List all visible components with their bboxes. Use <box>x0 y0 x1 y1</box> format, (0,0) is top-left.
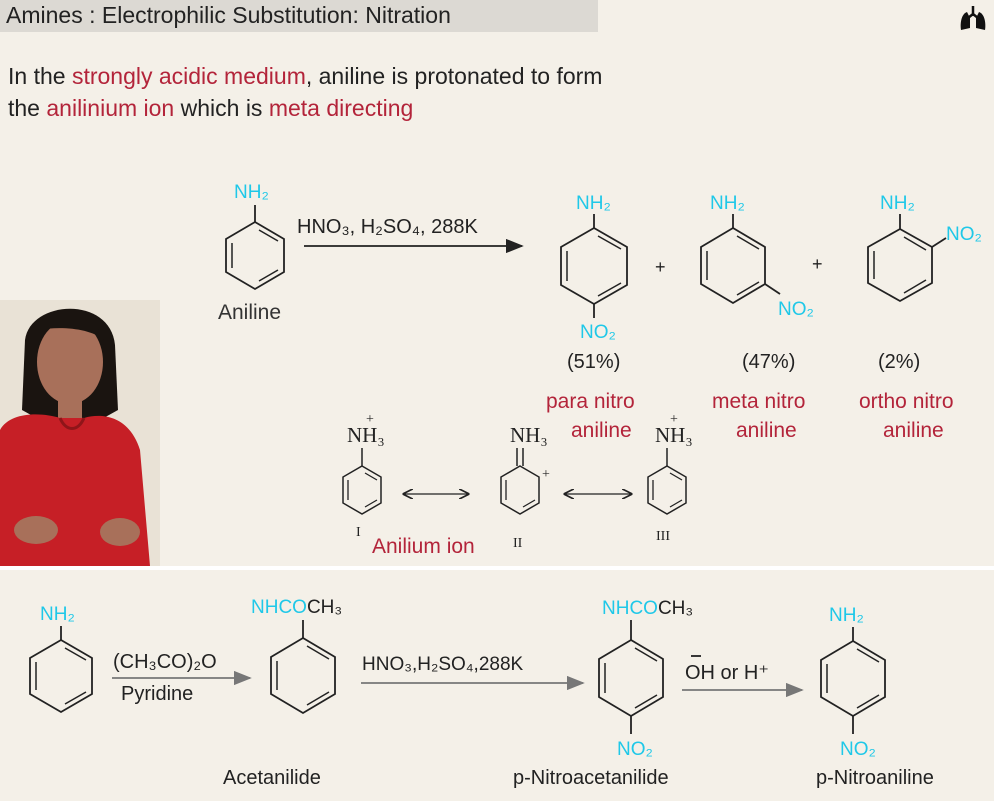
slide-title: Amines : Electrophilic Substitution: Nit… <box>6 2 451 28</box>
bottom-panel <box>0 570 994 801</box>
reagent1-top: (CH₃CO)₂O <box>113 651 217 673</box>
para-no2-label: NO₂ <box>580 322 616 343</box>
s4-nh2-label: NH₂ <box>829 605 864 626</box>
charge-plus: + <box>670 412 678 427</box>
nh3-label-2: NH₃ <box>510 423 548 447</box>
reagent2: HNO₃,H₂SO₄,288K <box>362 654 524 675</box>
top-panel <box>0 0 994 566</box>
roman-label-1: I <box>356 525 361 540</box>
nh3-label-1: NH₃ <box>347 423 385 447</box>
ortho-name-line2: aniline <box>883 419 944 442</box>
aniline-structure: NH₂ Aniline <box>218 182 285 324</box>
para-name-line1: para nitro <box>546 390 635 413</box>
s2-group-label: NHCOCH₃ <box>251 597 342 618</box>
meta-nitroaniline-structure: NH₂ NO₂ (47%) meta nitro aniline <box>700 193 814 442</box>
aniline-nh2-label: NH₂ <box>234 182 269 203</box>
reagent3: OH or H⁺ <box>685 662 769 684</box>
intro-highlight-meta: meta directing <box>268 95 414 121</box>
p-nitroacetanilide-name: p-Nitroacetanilide <box>513 767 669 789</box>
para-yield: (51%) <box>567 351 620 373</box>
intro-text-part: In the <box>8 63 72 89</box>
p-nitroaniline-name: p-Nitroaniline <box>816 767 934 789</box>
plus-sign: + <box>812 254 823 274</box>
nh3-label-3: NH₃ <box>655 423 693 447</box>
s4-no2-label: NO₂ <box>840 739 876 760</box>
reaction1-reagents: HNO₃, H₂SO₄, 288K <box>297 216 478 238</box>
charge-plus: + <box>542 467 550 482</box>
reaction1-arrow: HNO₃, H₂SO₄, 288K <box>297 216 524 254</box>
s1-nh2-label: NH₂ <box>40 604 75 625</box>
ortho-name-line1: ortho nitro <box>859 390 954 413</box>
para-nitroaniline-structure: NH₂ NO₂ (51%) para nitro aniline <box>546 193 635 442</box>
ortho-nitroaniline-structure: NH₂ NO₂ (2%) ortho nitro aniline <box>859 193 982 442</box>
intro-highlight-anilinium: anilinium ion <box>46 95 175 121</box>
roman-label-3: III <box>656 529 670 544</box>
meta-nh2-label: NH₂ <box>710 193 745 214</box>
intro-text-part: which is <box>174 95 269 121</box>
anilium-ion-caption: Anilium ion <box>372 535 475 558</box>
intro-highlight-acidic: strongly acidic medium <box>71 63 306 89</box>
para-name-line2: aniline <box>571 419 632 442</box>
aniline-name: Aniline <box>218 301 281 324</box>
meta-name-line2: aniline <box>736 419 797 442</box>
ortho-nh2-label: NH₂ <box>880 193 915 214</box>
title-bar: Amines : Electrophilic Substitution: Nit… <box>0 0 598 32</box>
ortho-no2-label: NO₂ <box>946 224 982 245</box>
presenter-video <box>0 300 160 566</box>
roman-label-2: II <box>513 536 523 551</box>
s3-no2-label: NO₂ <box>617 739 653 760</box>
ortho-yield: (2%) <box>878 351 920 373</box>
charge-plus: + <box>366 412 374 427</box>
reagent1-bottom: Pyridine <box>121 683 193 705</box>
para-nh2-label: NH₂ <box>576 193 611 214</box>
anilinium-resonance: + NH₃ I NH₃ + II + NH₃ <box>342 412 693 551</box>
meta-name-line1: meta nitro <box>712 390 805 413</box>
intro-text: In the strongly acidic medium, aniline i… <box>8 60 608 124</box>
meta-yield: (47%) <box>742 351 795 373</box>
intro-text-part: , aniline is protonated to form the <box>8 63 603 121</box>
acetanilide-name: Acetanilide <box>223 767 321 789</box>
lungs-logo-icon <box>958 4 988 37</box>
meta-no2-label: NO₂ <box>778 299 814 320</box>
s3-group-label: NHCOCH₃ <box>602 598 693 619</box>
reaction2: NH₂ (CH₃CO)₂O Pyridine NHCOCH₃ Acetanili… <box>29 597 934 789</box>
plus-sign: + <box>655 257 666 277</box>
